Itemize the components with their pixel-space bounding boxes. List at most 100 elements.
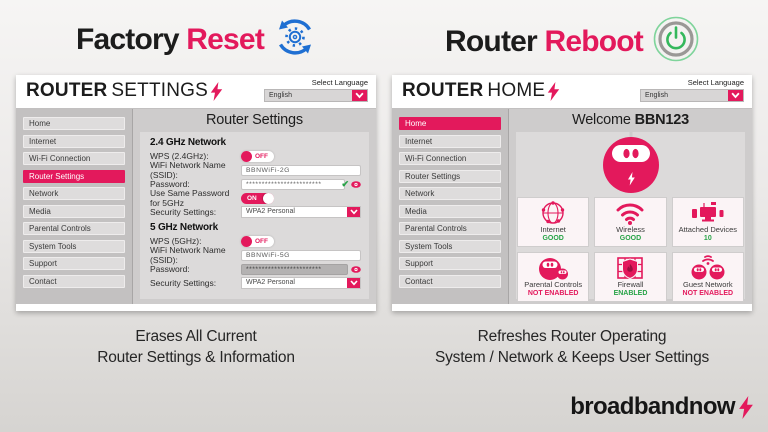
logo-text-bold: now bbox=[688, 393, 736, 420]
router-settings-panel: ROUTER SETTINGS Select Language English … bbox=[16, 75, 376, 311]
section-heading-24ghz: 2.4 GHz Network bbox=[150, 137, 226, 148]
status-tile-grid: Internet GOOD Wireless bbox=[517, 197, 744, 303]
same-password-toggle[interactable]: ON bbox=[241, 192, 274, 204]
tile-guest-network[interactable]: Guest Network NOT ENABLED bbox=[671, 252, 744, 303]
security-24-value: WPA2 Personal bbox=[246, 208, 295, 215]
globe-network-icon bbox=[539, 200, 567, 226]
security-24-select[interactable]: WPA2 Personal bbox=[241, 206, 361, 218]
sidebar-item-system-tools[interactable]: System Tools bbox=[23, 239, 125, 253]
language-value: English bbox=[641, 90, 728, 101]
tile-wireless[interactable]: Wireless GOOD bbox=[594, 197, 667, 248]
logo-text-normal: broadband bbox=[570, 393, 689, 420]
toggle-knob bbox=[241, 150, 252, 162]
sidebar-item-internet[interactable]: Internet bbox=[23, 134, 125, 148]
sidebar-item-contact[interactable]: Contact bbox=[23, 274, 125, 288]
tile-status: 10 bbox=[703, 234, 712, 242]
toggle-state-label: OFF bbox=[255, 152, 268, 160]
security-5-label: Security Settings: bbox=[150, 278, 217, 288]
password-24-row: Password: ************************ ✔ bbox=[140, 177, 369, 191]
ssid-24-label: WiFi Network Name (SSID): bbox=[150, 160, 226, 180]
factory-reset-title: Factory Reset bbox=[16, 16, 376, 63]
chevron-down-icon[interactable] bbox=[728, 90, 743, 101]
wps-5-label: WPS (5GHz): bbox=[150, 236, 202, 246]
show-password-eye-icon[interactable] bbox=[351, 265, 361, 273]
sidebar-item-parental-controls[interactable]: Parental Controls bbox=[399, 222, 501, 235]
router-home-panel: ROUTER HOME Select Language English Home… bbox=[392, 75, 752, 311]
settings-form-card: 2.4 GHz Network WPS (2.4GHz): OFF WiFi N… bbox=[140, 132, 369, 299]
brand-light: SETTINGS bbox=[111, 80, 209, 101]
sidebar-item-network[interactable]: Network bbox=[23, 187, 125, 200]
wps-5-row: WPS (5GHz): OFF bbox=[140, 234, 369, 248]
wps-24-toggle[interactable]: OFF bbox=[241, 150, 274, 162]
welcome-word: Welcome bbox=[571, 112, 631, 128]
tile-label: Attached Devices bbox=[678, 225, 738, 234]
caption-line-1: Erases All Current bbox=[135, 328, 257, 345]
ssid-5-input[interactable]: BBNWiFi-5G bbox=[241, 249, 361, 261]
security-5-select[interactable]: WPA2 Personal bbox=[241, 277, 361, 289]
robot-mascot-icon bbox=[600, 131, 662, 200]
chevron-down-icon[interactable] bbox=[352, 90, 367, 101]
sidebar-item-router-settings[interactable]: Router Settings bbox=[399, 169, 501, 183]
router-reboot-caption: Refreshes Router Operating System / Netw… bbox=[392, 327, 752, 369]
wps-24-row: WPS (2.4GHz): OFF bbox=[140, 149, 369, 163]
password-24-label: Password: bbox=[150, 179, 190, 189]
tile-attached-devices[interactable]: Attached Devices 10 bbox=[671, 197, 744, 248]
router-home-sidebar: Home Internet Wi-Fi Connection Router Se… bbox=[392, 109, 509, 304]
toggle-knob bbox=[241, 235, 252, 247]
sidebar-item-system-tools[interactable]: System Tools bbox=[399, 239, 501, 253]
tile-label: Wireless bbox=[616, 225, 645, 234]
sidebar-item-router-settings[interactable]: Router Settings bbox=[23, 169, 125, 183]
password-24-input[interactable]: ************************ bbox=[241, 178, 345, 190]
tile-label: Parental Controls bbox=[524, 280, 583, 290]
sidebar-item-wifi-connection[interactable]: Wi-Fi Connection bbox=[399, 152, 501, 165]
tile-label: Firewall bbox=[617, 280, 644, 290]
power-button-icon bbox=[653, 16, 699, 67]
password-5-input[interactable]: ************************ bbox=[241, 263, 348, 275]
sidebar-item-media[interactable]: Media bbox=[399, 204, 501, 218]
sidebar-item-parental-controls[interactable]: Parental Controls bbox=[23, 222, 125, 235]
tile-status: GOOD bbox=[619, 234, 642, 242]
router-settings-body: Home Internet Wi-Fi Connection Router Se… bbox=[16, 108, 376, 304]
caption-line-2: Router Settings & Information bbox=[97, 348, 295, 366]
router-settings-sidebar: Home Internet Wi-Fi Connection Router Se… bbox=[16, 109, 133, 304]
sidebar-item-contact[interactable]: Contact bbox=[399, 274, 501, 288]
tile-internet[interactable]: Internet GOOD bbox=[517, 197, 590, 248]
select-language-label: Select Language bbox=[311, 78, 368, 87]
factory-reset-title-text: Factory Reset bbox=[75, 22, 265, 57]
sidebar-item-home[interactable]: Home bbox=[23, 117, 125, 130]
chevron-down-icon[interactable] bbox=[347, 278, 360, 288]
guest-robots-icon bbox=[691, 255, 725, 281]
security-5-row: Security Settings: WPA2 Personal bbox=[140, 276, 369, 290]
title-word-pink: Reboot bbox=[544, 24, 643, 58]
sidebar-item-support[interactable]: Support bbox=[399, 257, 501, 270]
sidebar-item-support[interactable]: Support bbox=[23, 257, 125, 270]
tile-firewall[interactable]: Firewall ENABLED bbox=[594, 252, 667, 303]
sidebar-item-network[interactable]: Network bbox=[399, 187, 501, 200]
router-home-body: Home Internet Wi-Fi Connection Router Se… bbox=[392, 108, 752, 304]
same-password-row: Use Same Password for 5GHz ON bbox=[140, 188, 369, 208]
reset-gear-refresh-icon bbox=[274, 16, 316, 63]
sidebar-item-wifi-connection[interactable]: Wi-Fi Connection bbox=[23, 152, 125, 165]
welcome-router-name: BBN123 bbox=[634, 112, 690, 128]
sidebar-item-home[interactable]: Home bbox=[399, 117, 501, 130]
tile-status: ENABLED bbox=[613, 289, 648, 297]
language-dropdown[interactable]: English bbox=[640, 89, 744, 102]
title-word-black: Factory bbox=[75, 22, 180, 56]
language-dropdown[interactable]: English bbox=[264, 89, 368, 102]
wps-5-toggle[interactable]: OFF bbox=[241, 235, 274, 247]
router-home-brand: ROUTER HOME bbox=[402, 80, 560, 102]
tile-label: Guest Network bbox=[683, 280, 733, 290]
sidebar-item-media[interactable]: Media bbox=[23, 204, 125, 218]
chevron-down-icon[interactable] bbox=[347, 207, 360, 217]
password-5-label: Password: bbox=[150, 264, 190, 274]
security-24-label: Security Settings: bbox=[150, 207, 217, 217]
wifi-icon bbox=[615, 200, 645, 226]
firewall-shield-icon bbox=[616, 255, 644, 281]
ssid-24-input[interactable]: BBNWiFi-2G bbox=[241, 164, 361, 176]
page-title: Router Settings bbox=[206, 112, 303, 128]
select-language-label: Select Language bbox=[687, 78, 744, 87]
tile-parental-controls[interactable]: Parental Controls NOT ENABLED bbox=[517, 252, 590, 303]
show-password-eye-icon[interactable] bbox=[351, 180, 361, 188]
sidebar-item-internet[interactable]: Internet bbox=[399, 134, 501, 148]
